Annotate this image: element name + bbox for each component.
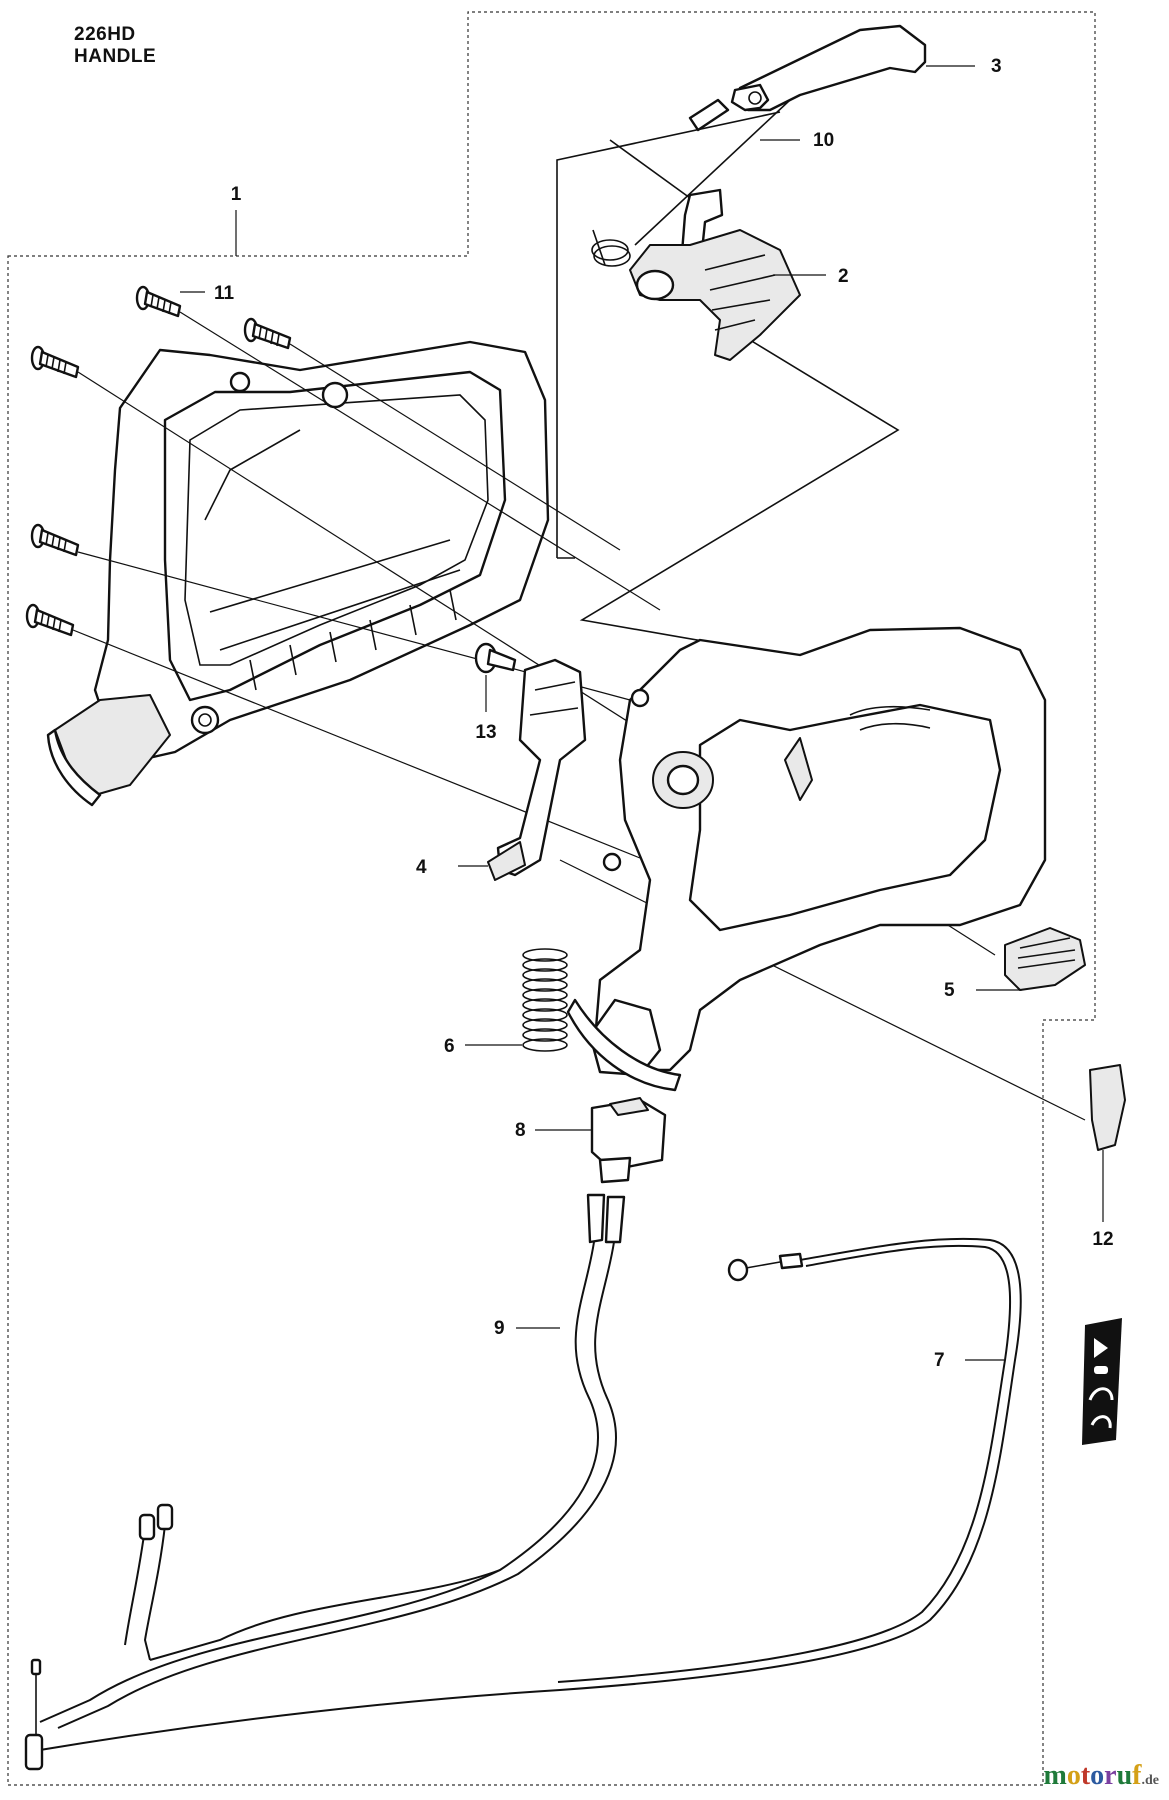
stop-switch-part-5 — [1004, 927, 1086, 991]
handle-frame-part-1 — [46, 340, 550, 807]
group-frame-throttle — [556, 111, 781, 559]
assembly-line-1 — [179, 311, 661, 611]
throttle-lockout-part-4 — [487, 658, 587, 881]
front-handle-housing — [566, 626, 1047, 1092]
throttle-cable-part-7 — [24, 1237, 1022, 1771]
callout-10: 10 — [813, 130, 834, 151]
callout-12: 12 — [1092, 1229, 1113, 1250]
screw-5 — [25, 603, 75, 637]
wire-harness-part-9 — [39, 1193, 626, 1729]
watermark-suffix: .de — [1141, 1773, 1160, 1788]
screw-2 — [243, 317, 292, 350]
screw-part-11-set — [25, 285, 292, 637]
screw-1 — [135, 285, 182, 318]
callout-7: 7 — [934, 1350, 945, 1371]
throttle-trigger-part-2 — [609, 139, 801, 361]
callout-13: 13 — [475, 722, 496, 743]
spring-part-6 — [522, 948, 568, 1052]
group-frame-main — [7, 11, 1096, 1786]
model-number: 226HD — [74, 24, 136, 45]
screw-4 — [30, 523, 80, 557]
decal-part-12 — [1089, 1064, 1126, 1151]
callout-11: 11 — [214, 283, 235, 304]
watermark-logo: motoruf.de — [1044, 1760, 1160, 1792]
group-frame-throttle-2 — [579, 339, 900, 661]
callout-5: 5 — [944, 980, 955, 1001]
throttle-lever-part-3 — [688, 24, 927, 132]
callout-3: 3 — [991, 56, 1002, 77]
watermark-brand: motoruf — [1043, 1760, 1142, 1791]
callout-6: 6 — [444, 1036, 455, 1057]
section-title: HANDLE — [74, 46, 157, 67]
stop-symbol-decal-icon — [1082, 1318, 1122, 1445]
callout-8: 8 — [515, 1120, 526, 1141]
callout-9: 9 — [494, 1318, 505, 1339]
spring-wire-part-10 — [591, 99, 791, 267]
callout-4: 4 — [416, 857, 427, 878]
switch-part-8 — [590, 1097, 667, 1184]
callout-1: 1 — [231, 184, 242, 205]
callout-2: 2 — [838, 266, 849, 287]
screw-3 — [30, 345, 80, 379]
pin-part-13 — [474, 642, 517, 674]
assembly-line-2 — [289, 343, 621, 551]
